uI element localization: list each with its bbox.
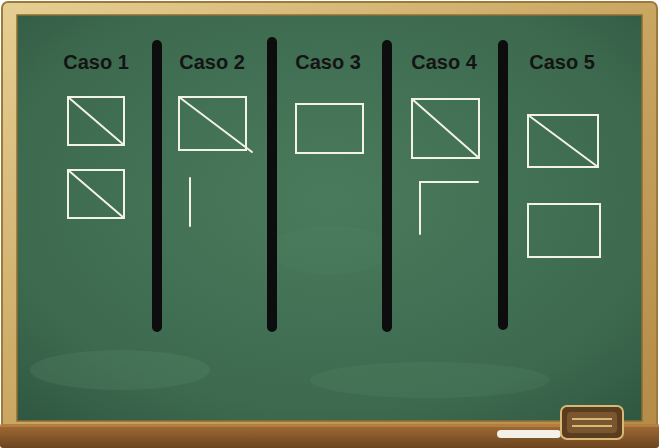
column-heading: Caso 3 <box>295 50 361 74</box>
column-heading: Caso 1 <box>63 50 129 74</box>
column-heading: Caso 2 <box>179 50 245 74</box>
column-heading: Caso 5 <box>529 50 595 74</box>
column-heading: Caso 4 <box>411 50 477 74</box>
